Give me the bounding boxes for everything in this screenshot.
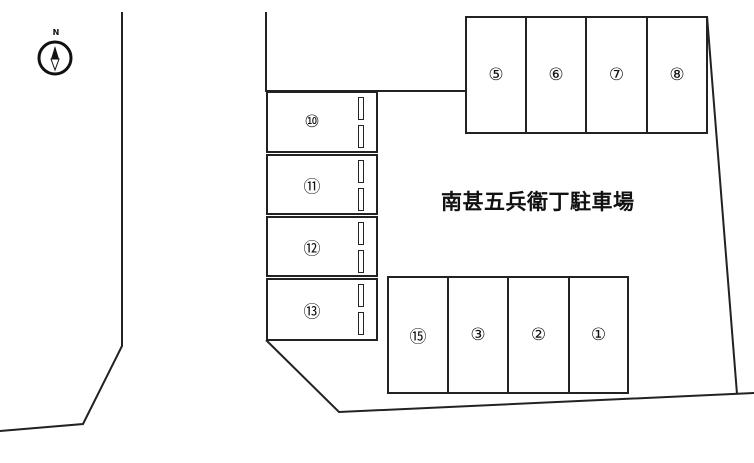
parking-stall-12[interactable]: ⑫: [266, 216, 378, 277]
wheel-stop-icon: [358, 284, 364, 307]
wheel-stop-icon: [358, 312, 364, 335]
stall-number: ⑫: [303, 239, 321, 259]
north-compass-icon: N: [36, 28, 76, 78]
wheel-stop-icon: [358, 97, 364, 120]
parking-stall-10[interactable]: ⑩: [266, 91, 378, 153]
stall-number: ⑥: [548, 65, 564, 85]
parking-stall-6[interactable]: ⑥: [525, 16, 587, 134]
stall-number: ③: [470, 325, 486, 345]
lower-lot-boundary: [265, 339, 754, 414]
stall-number: ⑮: [409, 327, 427, 348]
stall-number: ⑬: [303, 302, 321, 322]
left-road-boundary: [0, 12, 123, 432]
parking-stall-7[interactable]: ⑦: [585, 16, 648, 134]
stall-number: ⑧: [669, 65, 685, 85]
stall-number: ①: [590, 325, 607, 345]
parking-stall-1[interactable]: ①: [568, 276, 629, 394]
stall-number: ⑦: [608, 65, 625, 85]
wheel-stop-icon: [358, 222, 364, 245]
parking-stall-2[interactable]: ②: [507, 276, 570, 394]
parking-stall-13[interactable]: ⑬: [266, 278, 378, 341]
parking-stall-11[interactable]: ⑪: [266, 154, 378, 215]
parking-lot-name: 南甚五兵衛丁駐車場: [441, 190, 635, 214]
north-label: N: [52, 28, 60, 37]
wheel-stop-icon: [358, 188, 364, 211]
upper-lot-boundary: [265, 12, 465, 92]
stall-number: ②: [530, 325, 547, 345]
parking-stall-3[interactable]: ③: [447, 276, 509, 394]
parking-stall-15[interactable]: ⑮: [387, 276, 449, 394]
stall-number: ⑪: [303, 177, 321, 197]
parking-stall-8[interactable]: ⑧: [646, 16, 708, 134]
wheel-stop-icon: [358, 160, 364, 183]
stall-number: ⑩: [304, 112, 320, 132]
stall-number: ⑤: [488, 65, 504, 85]
wheel-stop-icon: [358, 250, 364, 273]
compass-needle-icon: [37, 40, 73, 76]
right-lot-boundary: [706, 15, 738, 395]
wheel-stop-icon: [358, 125, 364, 148]
parking-stall-5[interactable]: ⑤: [465, 16, 527, 134]
